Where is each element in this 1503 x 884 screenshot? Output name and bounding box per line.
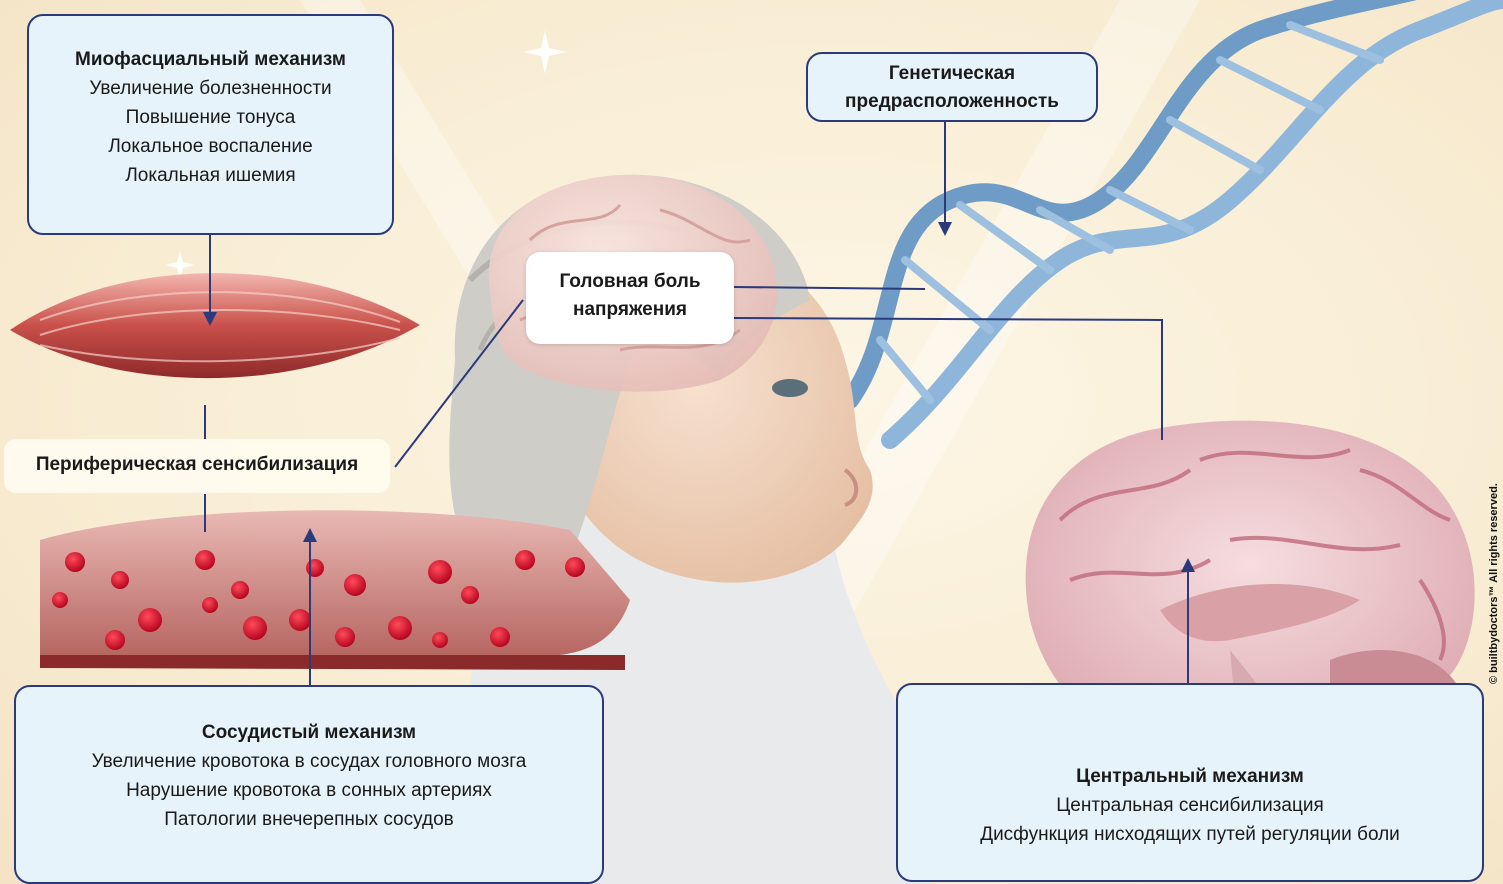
genetic-line2: предрасположенность xyxy=(808,88,1096,116)
central-item: Дисфункция нисходящих путей регуляции бо… xyxy=(898,820,1482,849)
genetic-box: Генетическая предрасположенность xyxy=(806,52,1098,122)
blood-vessel xyxy=(40,510,630,670)
central-title: Центральный механизм xyxy=(898,763,1482,791)
central-item: Центральная сенсибилизация xyxy=(898,791,1482,820)
myofascial-item: Увеличение болезненности xyxy=(29,74,392,103)
myofascial-box: Миофасциальный механизм Увеличение болез… xyxy=(27,14,394,235)
central-box: Центральный механизм Центральная сенсиби… xyxy=(896,683,1484,882)
vascular-item: Патологии внечерепных сосудов xyxy=(16,805,602,834)
genetic-line1: Генетическая xyxy=(808,60,1096,88)
myofascial-item: Локальная ишемия xyxy=(29,161,392,190)
vascular-item: Нарушение кровотока в сонных артериях xyxy=(16,776,602,805)
copyright-text: © builtbydoctors™ All rights reserved. xyxy=(1488,483,1500,684)
peripheral-text: Периферическая сенсибилизация xyxy=(36,454,358,475)
myofascial-item: Повышение тонуса xyxy=(29,103,392,132)
center-label: Головная боль напряжения xyxy=(526,252,734,344)
peripheral-label: Периферическая сенсибилизация xyxy=(4,439,390,493)
myofascial-item: Локальное воспаление xyxy=(29,132,392,161)
center-line1: Головная боль xyxy=(526,268,734,296)
vascular-title: Сосудистый механизм xyxy=(16,719,602,747)
myofascial-title: Миофасциальный механизм xyxy=(29,46,392,74)
vascular-box: Сосудистый механизм Увеличение кровотока… xyxy=(14,685,604,884)
center-line2: напряжения xyxy=(526,296,734,324)
vascular-item: Увеличение кровотока в сосудах головного… xyxy=(16,747,602,776)
